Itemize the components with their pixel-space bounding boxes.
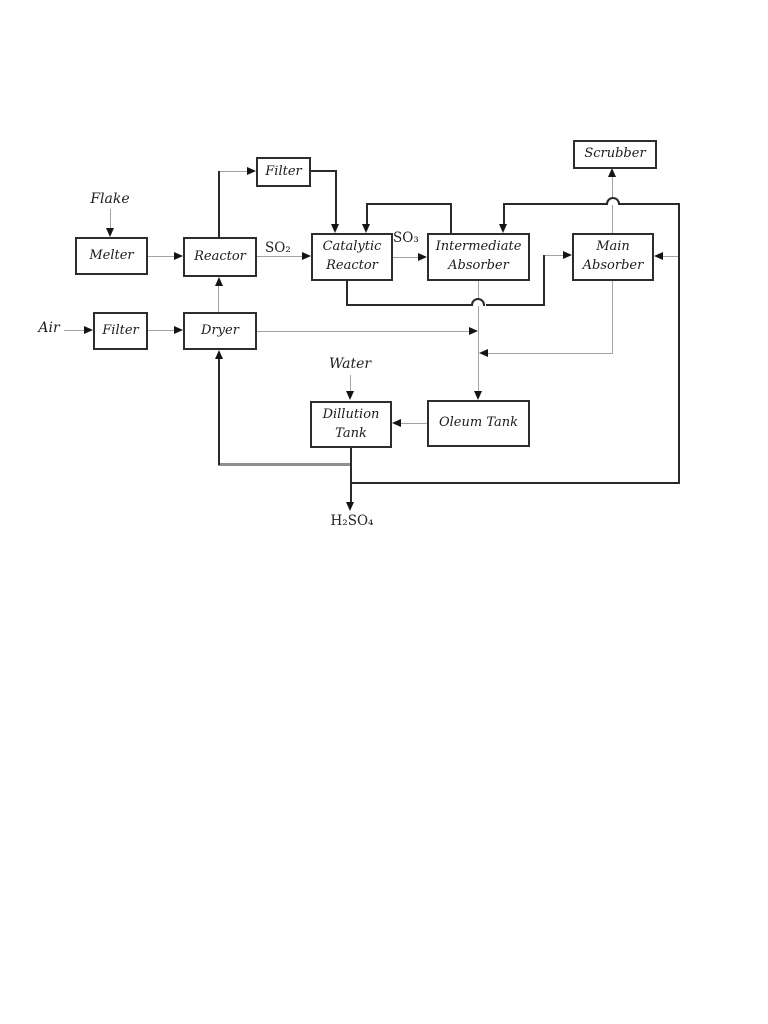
arrow-filter-into-dryer bbox=[174, 326, 183, 334]
line-feed-mainabsorber-right bbox=[658, 256, 680, 257]
dryer-box: Dryer bbox=[183, 312, 257, 350]
line-acid-recycle-to-dryer-v bbox=[218, 357, 220, 465]
arrow-flake-into-melter bbox=[106, 228, 114, 237]
arrow-so3-into-intabsorber bbox=[418, 253, 427, 261]
line-dillution-down bbox=[350, 448, 352, 503]
line-right-riser bbox=[678, 203, 680, 484]
line-filtertop-out-h bbox=[311, 170, 337, 172]
arrow-mainabs-bottom-junction bbox=[479, 349, 488, 357]
filter-air-box: Filter bbox=[93, 312, 148, 350]
line-filter-to-dryer bbox=[148, 330, 175, 331]
arrow-so2-into-catalytic bbox=[302, 252, 311, 260]
line-bottom-return-h bbox=[351, 482, 680, 484]
arrow-filtertop-into-catalytic bbox=[331, 224, 339, 233]
so3-label: SO₃ bbox=[393, 230, 419, 246]
oleum-tank-box: Oleum Tank bbox=[427, 400, 530, 447]
line-water-to-dillution bbox=[350, 375, 351, 393]
h2so4-label: H₂SO₄ bbox=[330, 513, 374, 529]
main-absorber-box: Main Absorber bbox=[572, 233, 654, 281]
arrow-water-into-dillution bbox=[346, 391, 354, 400]
reactor-box: Reactor bbox=[183, 237, 257, 277]
air-label: Air bbox=[38, 320, 60, 336]
line-acid-top-v bbox=[503, 203, 505, 225]
line-flake-to-melter bbox=[110, 209, 111, 229]
arrow-into-mainabsorber-left bbox=[563, 251, 572, 259]
arrow-into-mainabsorber-right bbox=[654, 252, 663, 260]
catalytic-reactor-box: Catalytic Reactor bbox=[311, 233, 393, 281]
line-gas-to-mainabs-h2 bbox=[486, 304, 545, 306]
line-reactor-up bbox=[218, 171, 220, 237]
line-melter-to-reactor bbox=[148, 256, 175, 257]
arrow-melter-into-reactor bbox=[174, 252, 183, 260]
line-dryer-to-reactor bbox=[218, 285, 219, 312]
arrow-h2so4-product bbox=[346, 502, 354, 511]
line-intabs-recycle-v-left bbox=[366, 203, 368, 225]
line-filtertop-out-v bbox=[335, 170, 337, 225]
line-mainabsorber-to-scrubber bbox=[612, 177, 613, 233]
arrow-oleum-into-dillution bbox=[392, 419, 401, 427]
line-hop-over-scrubber-line bbox=[606, 197, 620, 205]
arrow-acid-into-intabsorber bbox=[499, 224, 507, 233]
arrow-air-into-filter bbox=[84, 326, 93, 334]
line-mainabsorber-bottom-v bbox=[612, 281, 613, 353]
line-intabsorber-to-oleum bbox=[478, 281, 479, 393]
arrow-recycle-into-dryer bbox=[215, 350, 223, 359]
line-so3-stream bbox=[393, 257, 419, 258]
arrow-recycle-into-catalytic bbox=[362, 224, 370, 233]
flake-label: Flake bbox=[90, 191, 130, 207]
line-acid-recycle-to-dryer-h bbox=[218, 463, 351, 466]
line-dryer-air-long bbox=[257, 331, 470, 332]
line-oleum-to-dillution bbox=[401, 423, 427, 424]
arrow-into-filtertop bbox=[247, 167, 256, 175]
line-catalytic-down bbox=[346, 281, 348, 305]
line-intabs-recycle-v-right bbox=[450, 203, 452, 233]
line-so2-stream bbox=[257, 256, 303, 257]
arrow-dryer-air-junction bbox=[469, 327, 478, 335]
line-acid-top-h1 bbox=[503, 203, 607, 205]
line-gas-to-mainabs-h1 bbox=[346, 304, 472, 306]
line-acid-top-h2 bbox=[619, 203, 680, 205]
line-gas-to-mainabs-v bbox=[543, 255, 545, 306]
scrubber-box: Scrubber bbox=[573, 140, 657, 169]
arrow-into-scrubber bbox=[608, 168, 616, 177]
arrow-dryer-into-reactor bbox=[215, 277, 223, 286]
melter-box: Melter bbox=[75, 237, 148, 275]
intermediate-absorber-box: Intermediate Absorber bbox=[427, 233, 530, 281]
arrow-into-oleum-tank bbox=[474, 391, 482, 400]
water-label: Water bbox=[328, 356, 372, 372]
line-reactor-to-filtertop bbox=[219, 171, 248, 172]
filter-top-box: Filter bbox=[256, 157, 311, 187]
dillution-tank-box: Dillution Tank bbox=[310, 401, 392, 448]
line-hop-over-oleum-line bbox=[471, 298, 485, 306]
line-intabs-recycle-h bbox=[366, 203, 452, 205]
line-air-to-filter bbox=[64, 330, 85, 331]
line-mainabsorber-bottom-h bbox=[488, 353, 613, 354]
line-feed-mainabsorber-left-stub bbox=[545, 255, 564, 256]
so2-label: SO₂ bbox=[265, 240, 291, 256]
